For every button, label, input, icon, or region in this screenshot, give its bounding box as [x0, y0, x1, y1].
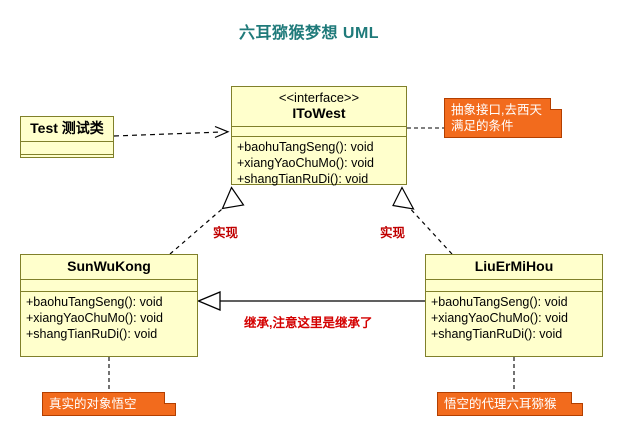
edge-label-generalization: 继承,注意这里是继承了 — [244, 316, 373, 330]
uml-operation: +baohuTangSeng(): void — [26, 295, 163, 309]
uml-operation: +baohuTangSeng(): void — [237, 140, 374, 154]
uml-class-itowest[interactable]: <<interface>> IToWest +baohuTangSeng(): … — [231, 86, 407, 186]
uml-note-line: 抽象接口,去西天 — [451, 103, 542, 117]
edge-sunwukong-realizes-itowest — [169, 186, 245, 255]
uml-class-liuermihou[interactable]: LiuErMiHou +baohuTangSeng(): void +xiang… — [425, 254, 603, 357]
uml-class-test[interactable]: Test 测试类 — [20, 116, 114, 158]
uml-class-itowest-header: <<interface>> IToWest — [232, 87, 406, 127]
uml-class-liuermihou-operations: +baohuTangSeng(): void +xiangYaoChuMo():… — [426, 292, 602, 345]
uml-operation: +xiangYaoChuMo(): void — [26, 311, 163, 325]
uml-operation: +xiangYaoChuMo(): void — [237, 156, 374, 170]
uml-class-liuermihou-header: LiuErMiHou — [426, 255, 602, 280]
uml-operation: +shangTianRuDi(): void — [237, 172, 369, 186]
uml-class-sunwukong-name: SunWuKong — [67, 258, 151, 274]
uml-class-itowest-name: IToWest — [292, 105, 346, 121]
edge-label-realize-sunwukong: 实现 — [213, 226, 239, 240]
edge-liuermihou-realizes-itowest — [392, 186, 453, 255]
uml-note-line: 真实的对象悟空 — [49, 397, 137, 411]
uml-class-sunwukong-attributes — [21, 280, 197, 292]
note-fold-corner-icon — [550, 98, 562, 110]
uml-class-test-header: Test 测试类 — [21, 117, 113, 142]
uml-class-sunwukong[interactable]: SunWuKong +baohuTangSeng(): void +xiangY… — [20, 254, 198, 357]
uml-class-itowest-stereotype: <<interface>> — [278, 90, 360, 105]
uml-note-line: 悟空的代理六耳猕猴 — [444, 397, 557, 411]
edge-liuermihou-extends-sunwukong — [196, 291, 425, 311]
uml-class-liuermihou-attributes — [426, 280, 602, 292]
uml-operation: +baohuTangSeng(): void — [431, 295, 568, 309]
uml-class-test-operations — [21, 155, 113, 167]
uml-operation: +shangTianRuDi(): void — [431, 327, 563, 341]
uml-class-liuermihou-name: LiuErMiHou — [474, 258, 554, 274]
uml-class-sunwukong-operations: +baohuTangSeng(): void +xiangYaoChuMo():… — [21, 292, 197, 345]
note-fold-corner-icon — [571, 392, 583, 404]
note-fold-corner-icon — [164, 392, 176, 404]
uml-class-sunwukong-header: SunWuKong — [21, 255, 197, 280]
diagram-title: 六耳猕猴梦想 UML — [238, 25, 380, 42]
uml-operation: +shangTianRuDi(): void — [26, 327, 158, 341]
uml-class-itowest-operations: +baohuTangSeng(): void +xiangYaoChuMo():… — [232, 137, 406, 190]
uml-operation: +xiangYaoChuMo(): void — [431, 311, 568, 325]
uml-class-itowest-attributes — [232, 127, 406, 137]
edge-test-to-itowest — [113, 125, 230, 139]
uml-note-liuermihou[interactable]: 悟空的代理六耳猕猴 — [437, 392, 583, 416]
uml-class-test-attributes — [21, 142, 113, 155]
uml-class-test-name: Test 测试类 — [30, 120, 104, 136]
uml-note-sunwukong[interactable]: 真实的对象悟空 — [42, 392, 176, 416]
edge-label-realize-liuermihou: 实现 — [380, 226, 406, 240]
uml-note-interface[interactable]: 抽象接口,去西天 满足的条件 — [444, 98, 562, 138]
uml-note-line: 满足的条件 — [451, 119, 514, 133]
